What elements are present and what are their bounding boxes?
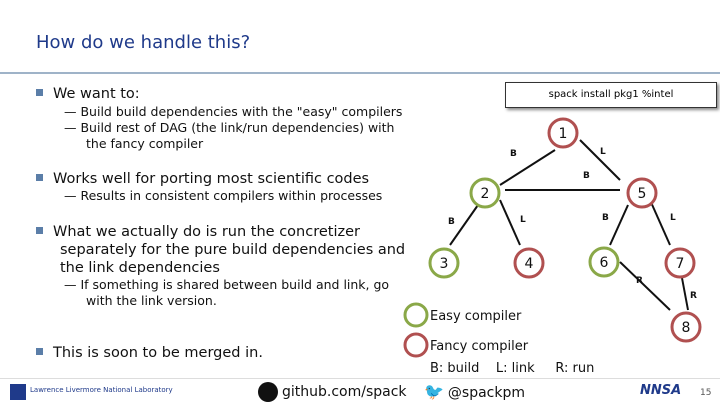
bullet-3-text: What we actually do is run the concretiz… bbox=[53, 224, 360, 240]
slide-title: How do we handle this? bbox=[36, 32, 251, 53]
sub-text: Results in consistent compilers within p… bbox=[80, 188, 383, 203]
edge-1-2 bbox=[499, 149, 556, 186]
node-3: 3 bbox=[428, 247, 460, 279]
sub-text: the fancy compiler bbox=[86, 136, 204, 151]
bullet-square-icon bbox=[36, 89, 43, 96]
bullet-4: This is soon to be merged in. bbox=[36, 345, 263, 362]
svg-text:5: 5 bbox=[638, 186, 647, 202]
command-box: spack install pkg1 %intel bbox=[505, 82, 717, 108]
edge-label: R bbox=[636, 276, 643, 286]
bullet-2-sub-1: — Results in consistent compilers within… bbox=[64, 188, 383, 203]
github-link[interactable]: github.com/spack bbox=[258, 382, 407, 402]
edge-label: B bbox=[583, 171, 590, 181]
legend-easy-swatch bbox=[403, 302, 429, 328]
edge-label: R bbox=[690, 291, 697, 301]
svg-text:4: 4 bbox=[525, 256, 534, 272]
llnl-logo-icon bbox=[10, 384, 26, 400]
edge-5-6 bbox=[609, 204, 629, 246]
legend-easy-label: Easy compiler bbox=[430, 309, 522, 324]
bullet-square-icon bbox=[36, 174, 43, 181]
bullet-3-sub-2: with the link version. bbox=[86, 293, 217, 308]
node-5: 5 bbox=[626, 177, 658, 209]
svg-text:1: 1 bbox=[559, 126, 568, 142]
edge-label: L bbox=[670, 213, 676, 223]
bullet-square-icon bbox=[36, 227, 43, 234]
twitter-icon: 🐦 bbox=[424, 382, 444, 401]
bullet-3-line-2: separately for the pure build dependenci… bbox=[60, 242, 406, 258]
bullet-4-text: This is soon to be merged in. bbox=[53, 345, 263, 361]
legend-fancy-swatch bbox=[403, 332, 429, 358]
title-rule bbox=[0, 72, 720, 74]
svg-text:7: 7 bbox=[676, 256, 685, 272]
graph-edges bbox=[449, 139, 689, 311]
bullet-1-sub-3: the fancy compiler bbox=[86, 136, 204, 152]
edge-label: B bbox=[448, 217, 455, 227]
bullet-1-sub-2: — Build rest of DAG (the link/run depend… bbox=[64, 120, 395, 135]
edge-5-7 bbox=[649, 199, 671, 246]
footer-rule bbox=[0, 378, 720, 379]
edge-label: B bbox=[510, 149, 517, 159]
edge-7-8 bbox=[681, 277, 689, 311]
bullet-3: What we actually do is run the concretiz… bbox=[36, 224, 360, 241]
bullet-3-sub-1: — If something is shared between build a… bbox=[64, 277, 390, 292]
node-8: 8 bbox=[670, 311, 702, 343]
svg-text:6: 6 bbox=[600, 255, 609, 271]
nnsa-logo: NNSA bbox=[640, 383, 682, 398]
node-6: 6 bbox=[588, 246, 620, 278]
twitter-text: @spackpm bbox=[447, 385, 526, 401]
legend: Easy compiler Fancy compiler B: build L:… bbox=[403, 302, 594, 376]
bullet-1-text: We want to: bbox=[53, 86, 140, 102]
svg-text:3: 3 bbox=[440, 256, 449, 272]
edge-1-5 bbox=[579, 139, 621, 181]
svg-text:2: 2 bbox=[481, 186, 490, 202]
bullet-1-sub-1: — Build build dependencies with the "eas… bbox=[64, 104, 403, 119]
edge-labels: B L B B L B L R R bbox=[448, 147, 697, 301]
page-number: 15 bbox=[700, 388, 712, 398]
llnl-logo: Lawrence Livermore National Laboratory bbox=[10, 384, 173, 402]
node-2: 2 bbox=[469, 177, 501, 209]
graph-nodes: 1 2 3 4 5 6 7 8 bbox=[428, 117, 702, 343]
legend-fancy-label: Fancy compiler bbox=[430, 339, 529, 354]
legend-dependency-types: B: build L: link R: run bbox=[430, 361, 594, 376]
node-4: 4 bbox=[513, 247, 545, 279]
bullet-square-icon bbox=[36, 348, 43, 355]
sub-text: Build rest of DAG (the link/run dependen… bbox=[80, 120, 395, 135]
github-icon bbox=[258, 382, 278, 402]
node-1: 1 bbox=[547, 117, 579, 149]
edge-2-4 bbox=[499, 199, 521, 246]
svg-text:8: 8 bbox=[682, 320, 691, 336]
sub-text: If something is shared between build and… bbox=[80, 277, 390, 292]
bullet-3-line-3: the link dependencies bbox=[60, 260, 220, 276]
bullet-2: Works well for porting most scientific c… bbox=[36, 171, 369, 188]
node-7: 7 bbox=[664, 247, 696, 279]
edge-6-8 bbox=[619, 261, 671, 311]
sub-text: Build build dependencies with the "easy"… bbox=[80, 104, 403, 119]
twitter-link[interactable]: 🐦@spackpm bbox=[424, 382, 525, 401]
llnl-logo-text: Lawrence Livermore National Laboratory bbox=[30, 386, 173, 394]
bullet-2-text: Works well for porting most scientific c… bbox=[53, 171, 370, 187]
edge-label: L bbox=[520, 215, 526, 225]
bullet-1: We want to: bbox=[36, 86, 140, 103]
edge-label: L bbox=[600, 147, 606, 157]
github-text: github.com/spack bbox=[282, 384, 407, 400]
edge-2-3 bbox=[449, 204, 479, 246]
edge-label: B bbox=[602, 213, 609, 223]
